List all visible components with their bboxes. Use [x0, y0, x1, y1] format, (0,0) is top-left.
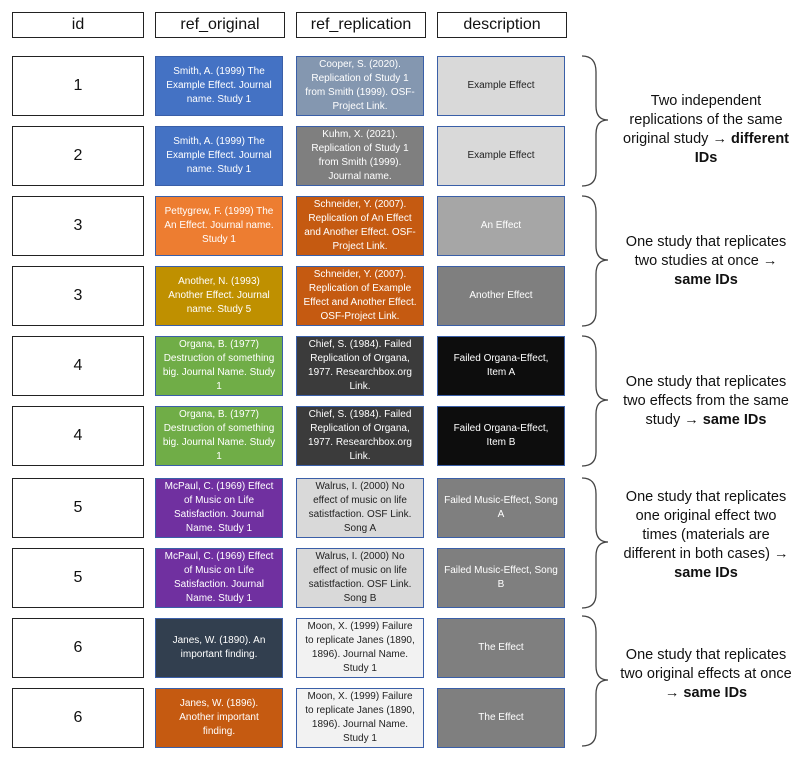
description-cell: Failed Organa-Effect, Item B	[437, 406, 565, 466]
description-cell: The Effect	[437, 688, 565, 748]
header-id: id	[12, 12, 144, 38]
ref-original-cell: Pettygrew, F. (1999) The An Effect. Jour…	[155, 196, 283, 256]
annotation-text: One study that replicates one original e…	[623, 489, 787, 562]
group-braces	[581, 55, 609, 747]
ref-original-cell: Organa, B. (1977) Destruction of somethi…	[155, 336, 283, 396]
ref-replication-cell: Walrus, I. (2000) No effect of music on …	[296, 478, 424, 538]
annotation-emphasis: same IDs	[702, 412, 767, 428]
annotation-4: One study that replicates one original e…	[618, 488, 794, 583]
id-cell: 2	[12, 126, 144, 186]
ref-replication-cell: Moon, X. (1999) Failure to replicate Jan…	[296, 618, 424, 678]
description-cell: Example Effect	[437, 56, 565, 116]
id-cell: 6	[12, 618, 144, 678]
ref-replication-cell: Cooper, S. (2020). Replication of Study …	[296, 56, 424, 116]
id-cell: 4	[12, 406, 144, 466]
annotation-text: One study that replicates two effects fr…	[623, 374, 789, 428]
description-cell: The Effect	[437, 618, 565, 678]
annotation-text: Two independent replications of the same…	[623, 93, 783, 147]
annotation-text: One study that replicates two original e…	[620, 647, 792, 682]
arrow-icon: →	[773, 546, 789, 562]
annotation-emphasis: different IDs	[694, 131, 789, 166]
annotation-emphasis: same IDs	[683, 685, 748, 701]
annotation-3: One study that replicates two effects fr…	[618, 373, 794, 430]
ref-replication-cell: Moon, X. (1999) Failure to replicate Jan…	[296, 688, 424, 748]
ref-replication-cell: Chief, S. (1984). Failed Replication of …	[296, 406, 424, 466]
header-ref-replication: ref_replication	[296, 12, 426, 38]
arrow-icon: →	[762, 253, 778, 269]
description-cell: Failed Music-Effect, Song B	[437, 548, 565, 608]
brace-group-2	[581, 195, 609, 327]
brace-group-1	[581, 55, 609, 187]
description-cell: Failed Music-Effect, Song A	[437, 478, 565, 538]
ref-original-cell: Organa, B. (1977) Destruction of somethi…	[155, 406, 283, 466]
id-cell: 1	[12, 56, 144, 116]
arrow-icon: →	[664, 685, 680, 701]
header-description: description	[437, 12, 567, 38]
id-cell: 6	[12, 688, 144, 748]
ref-original-cell: McPaul, C. (1969) Effect of Music on Lif…	[155, 478, 283, 538]
ref-replication-cell: Schneider, Y. (2007). Replication of An …	[296, 196, 424, 256]
annotation-5: One study that replicates two original e…	[618, 646, 794, 703]
ref-original-cell: Janes, W. (1896). Another important find…	[155, 688, 283, 748]
description-cell: An Effect	[437, 196, 565, 256]
arrow-icon: →	[684, 412, 699, 428]
ref-original-cell: Another, N. (1993) Another Effect. Journ…	[155, 266, 283, 326]
ref-original-cell: McPaul, C. (1969) Effect of Music on Lif…	[155, 548, 283, 608]
ref-replication-cell: Kuhm, X. (2021). Replication of Study 1 …	[296, 126, 424, 186]
id-cell: 5	[12, 548, 144, 608]
description-cell: Example Effect	[437, 126, 565, 186]
brace-group-5	[581, 615, 609, 747]
arrow-icon: →	[712, 131, 727, 147]
ref-replication-cell: Chief, S. (1984). Failed Replication of …	[296, 336, 424, 396]
annotation-text: One study that replicates two studies at…	[625, 234, 787, 269]
ref-replication-cell: Schneider, Y. (2007). Replication of Exa…	[296, 266, 424, 326]
id-cell: 4	[12, 336, 144, 396]
id-cell: 3	[12, 196, 144, 256]
brace-group-4	[581, 477, 609, 609]
annotation-emphasis: same IDs	[674, 272, 738, 288]
annotation-1: Two independent replications of the same…	[618, 92, 794, 168]
ref-replication-cell: Walrus, I. (2000) No effect of music on …	[296, 548, 424, 608]
brace-group-3	[581, 335, 609, 467]
header-ref-original: ref_original	[155, 12, 285, 38]
id-cell: 3	[12, 266, 144, 326]
ref-original-cell: Smith, A. (1999) The Example Effect. Jou…	[155, 126, 283, 186]
annotation-2: One study that replicates two studies at…	[618, 233, 794, 290]
description-cell: Another Effect	[437, 266, 565, 326]
ref-original-cell: Smith, A. (1999) The Example Effect. Jou…	[155, 56, 283, 116]
description-cell: Failed Organa-Effect, Item A	[437, 336, 565, 396]
id-cell: 5	[12, 478, 144, 538]
annotation-emphasis: same IDs	[674, 565, 738, 581]
ref-original-cell: Janes, W. (1890). An important finding.	[155, 618, 283, 678]
